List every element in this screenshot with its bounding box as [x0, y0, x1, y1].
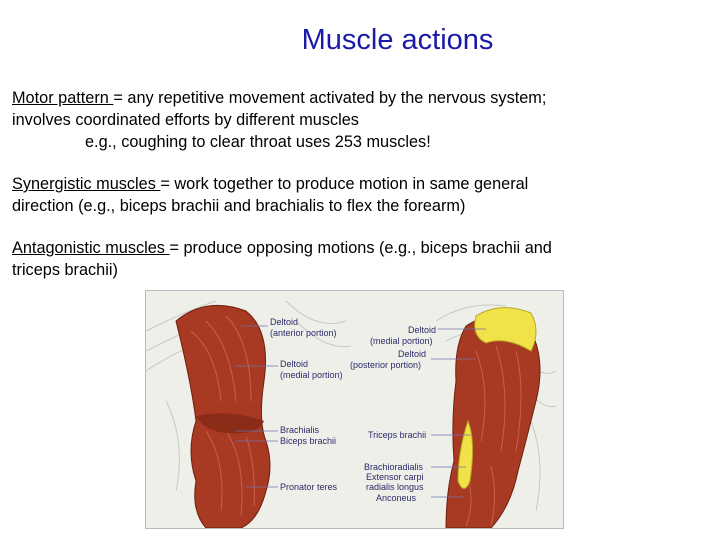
motor-pattern-paragraph: Motor pattern = any repetitive movement …: [12, 87, 546, 153]
antagonistic-def-2: triceps brachii): [12, 261, 118, 279]
motor-pattern-def-2: involves coordinated efforts by differen…: [12, 111, 359, 129]
label-deltoid-medial-left-1: Deltoid: [280, 359, 308, 369]
label-deltoid-anterior-2: (anterior portion): [270, 328, 337, 338]
antagonistic-paragraph: Antagonistic muscles = produce opposing …: [12, 237, 552, 281]
right-deltoid-tendon: [474, 307, 537, 352]
arm-muscles-svg: Deltoid (anterior portion) Deltoid (medi…: [146, 291, 563, 528]
label-extensor-carpi: Extensor carpi: [366, 472, 424, 482]
label-deltoid-anterior-1: Deltoid: [270, 317, 298, 327]
synergistic-def-2: direction (e.g., biceps brachii and brac…: [12, 197, 466, 215]
label-deltoid-medial-left-2: (medial portion): [280, 370, 343, 380]
left-arm-anterior: [175, 304, 271, 528]
right-arm-posterior: [445, 307, 541, 528]
label-pronator-teres: Pronator teres: [280, 482, 338, 492]
synergistic-term: Synergistic muscles: [12, 175, 161, 193]
label-deltoid-posterior-2: (posterior portion): [350, 360, 421, 370]
motor-pattern-example: e.g., coughing to clear throat uses 253 …: [85, 133, 431, 151]
right-leader-lines: [431, 328, 486, 498]
label-brachioradialis: Brachioradialis: [364, 462, 424, 472]
right-triceps-tendon: [457, 419, 474, 489]
arm-muscles-illustration: Deltoid (anterior portion) Deltoid (medi…: [145, 290, 564, 529]
left-muscle-fibers: [190, 315, 255, 517]
label-deltoid-posterior-1: Deltoid: [398, 349, 426, 359]
antagonistic-def-1: = produce opposing motions (e.g., biceps…: [169, 239, 552, 257]
label-anconeus: Anconeus: [376, 493, 417, 503]
label-brachialis: Brachialis: [280, 425, 320, 435]
synergistic-paragraph: Synergistic muscles = work together to p…: [12, 173, 528, 217]
motor-pattern-def-1: = any repetitive movement activated by t…: [113, 89, 547, 107]
label-deltoid-medial-right-1: Deltoid: [408, 325, 436, 335]
synergistic-def-1: = work together to produce motion in sam…: [160, 175, 529, 193]
left-leader-lines: [236, 325, 278, 488]
page-title: Muscle actions: [301, 24, 494, 56]
motor-pattern-term: Motor pattern: [12, 89, 114, 107]
label-triceps-brachii: Triceps brachii: [368, 430, 426, 440]
label-deltoid-medial-right-2: (medial portion): [370, 336, 433, 346]
left-biceps-belly: [196, 413, 264, 434]
label-radialis-longus: radialis longus: [366, 482, 424, 492]
antagonistic-term: Antagonistic muscles: [12, 239, 170, 257]
label-biceps-brachii: Biceps brachii: [280, 436, 336, 446]
